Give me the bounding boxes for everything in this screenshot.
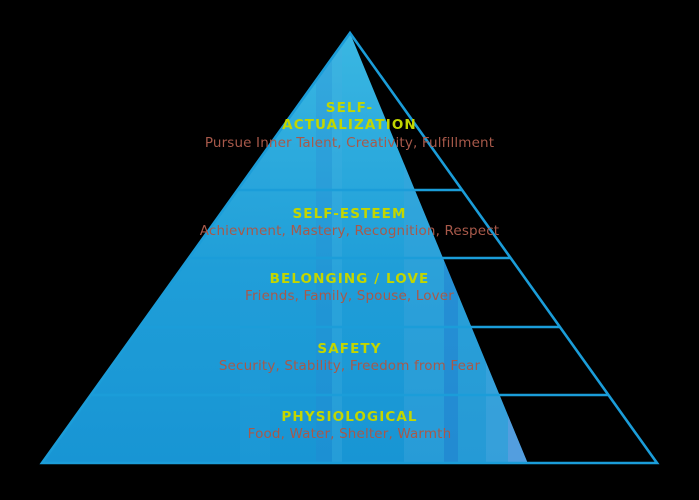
- tier-self-actualization: SELF- ACTUALIZATION Pursue Inner Talent,…: [0, 100, 699, 151]
- tier-description-self-actualization: Pursue Inner Talent, Creativity, Fulfill…: [204, 134, 495, 151]
- tier-description-self-esteem: Achievment, Mastery, Recognition, Respec…: [199, 222, 500, 239]
- tier-title-self-actualization: SELF- ACTUALIZATION: [282, 100, 417, 134]
- tier-description-physiological: Food, Water, Shelter, Warmth: [247, 425, 452, 442]
- pyramid-outline: [39, 30, 660, 465]
- tier-title-physiological: PHYSIOLOGICAL: [281, 409, 418, 425]
- tier-self-esteem: SELF-ESTEEM Achievment, Mastery, Recogni…: [0, 206, 699, 240]
- tier-divider-group: [92, 188, 609, 397]
- tier-title-belonging-love: BELONGING / LOVE: [269, 271, 430, 287]
- tier-description-belonging-love: Friends, Family, Spouse, Lover: [245, 287, 454, 304]
- tier-title-safety: SAFETY: [317, 341, 382, 357]
- tier-description-safety: Security, Stability, Freedom from Fear: [218, 357, 481, 374]
- tier-belonging-love: BELONGING / LOVE Friends, Family, Spouse…: [0, 271, 699, 305]
- tier-physiological: PHYSIOLOGICAL Food, Water, Shelter, Warm…: [0, 409, 699, 443]
- tier-title-self-esteem: SELF-ESTEEM: [292, 206, 407, 222]
- tier-safety: SAFETY Security, Stability, Freedom from…: [0, 341, 699, 375]
